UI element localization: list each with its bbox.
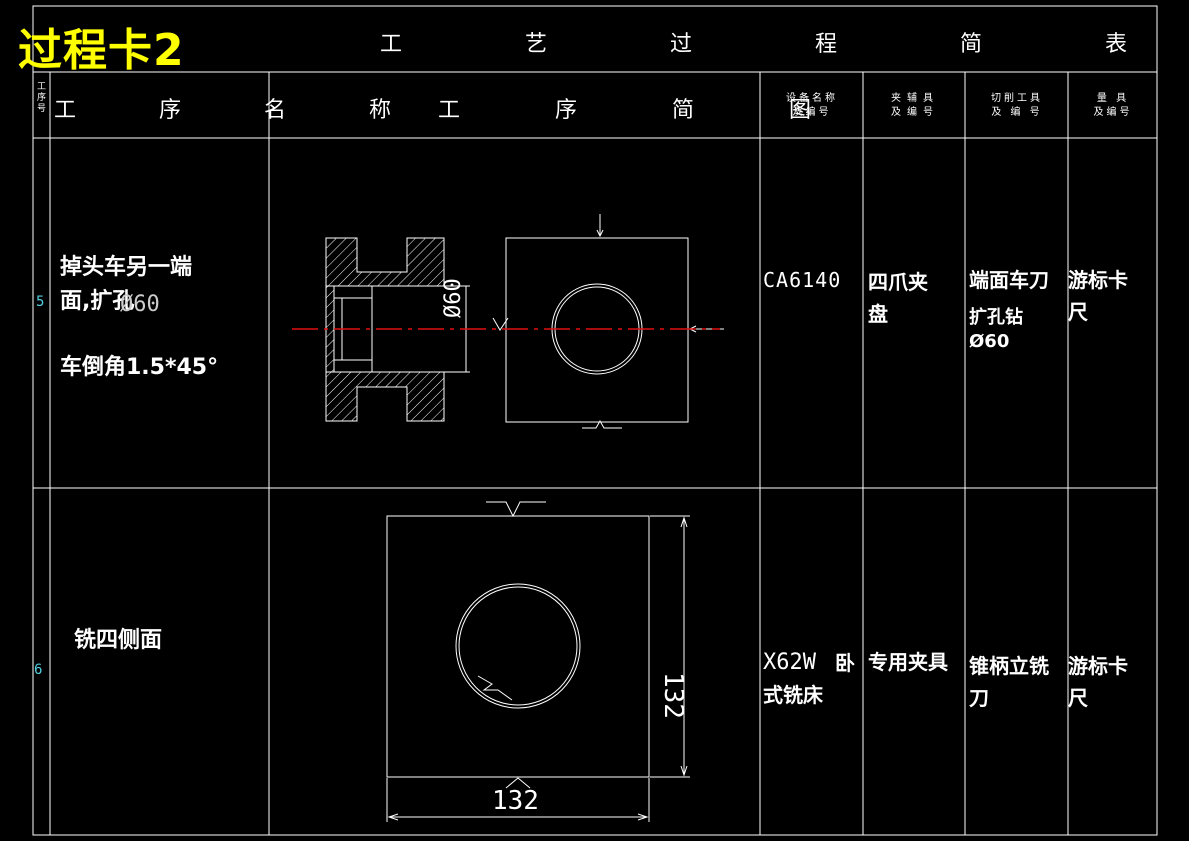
header-equipment: 设备名称 及编号: [786, 93, 838, 118]
header-step-sketch: 工 序 简 图: [438, 98, 855, 123]
header-step-name: 工 序 名 称: [54, 98, 429, 123]
row5-fixture: 四爪夹 盘: [868, 270, 928, 326]
row5-name-line1: 掉头车另一端: [60, 255, 193, 280]
row6-fixture: 专用夹具: [868, 650, 948, 674]
header-cutting-tool: 切削工具 及 编 号: [991, 93, 1043, 118]
table-grid: [32, 5, 1158, 836]
section-view: [325, 237, 509, 422]
row6-name: 铣四侧面: [74, 628, 163, 653]
end-view: [505, 214, 724, 429]
row5-equipment: CA6140: [763, 268, 842, 292]
row6-tool: 锥柄立铣 刀: [969, 654, 1049, 710]
row5-name-line2: 面,扩孔: [60, 289, 135, 314]
header-gauge: 量 具 及编号: [1093, 93, 1133, 118]
row5-tool-line2: 扩孔钻 Ø60: [969, 307, 1023, 352]
row6-equipment-rest: 卧 式铣床: [763, 651, 855, 707]
row5-gauge: 游标卡 尺: [1068, 268, 1128, 324]
row6-gauge: 游标卡 尺: [1068, 654, 1128, 710]
row5-tool-line1: 端面车刀: [969, 268, 1049, 292]
row5-number: 5: [36, 294, 45, 310]
card-title: 过程卡2: [18, 25, 185, 76]
row6-dim-vertical: 132: [658, 672, 688, 719]
row5-name-line3: 车倒角1.5*45°: [60, 355, 219, 380]
milling-view: [386, 501, 690, 822]
sheet-title: 工 艺 过 程 简 表: [380, 32, 1165, 57]
row6-equipment-code: X62W: [763, 650, 816, 675]
row5-diameter-label: Ø60: [441, 278, 466, 318]
row6-dim-horizontal: 132: [492, 786, 539, 816]
header-fixture: 夹辅具 及编号: [891, 93, 939, 118]
row5-name-overlap: Ø60: [120, 292, 160, 317]
row6-number: 6: [34, 662, 43, 678]
header-step-no: 工序号: [36, 82, 46, 114]
